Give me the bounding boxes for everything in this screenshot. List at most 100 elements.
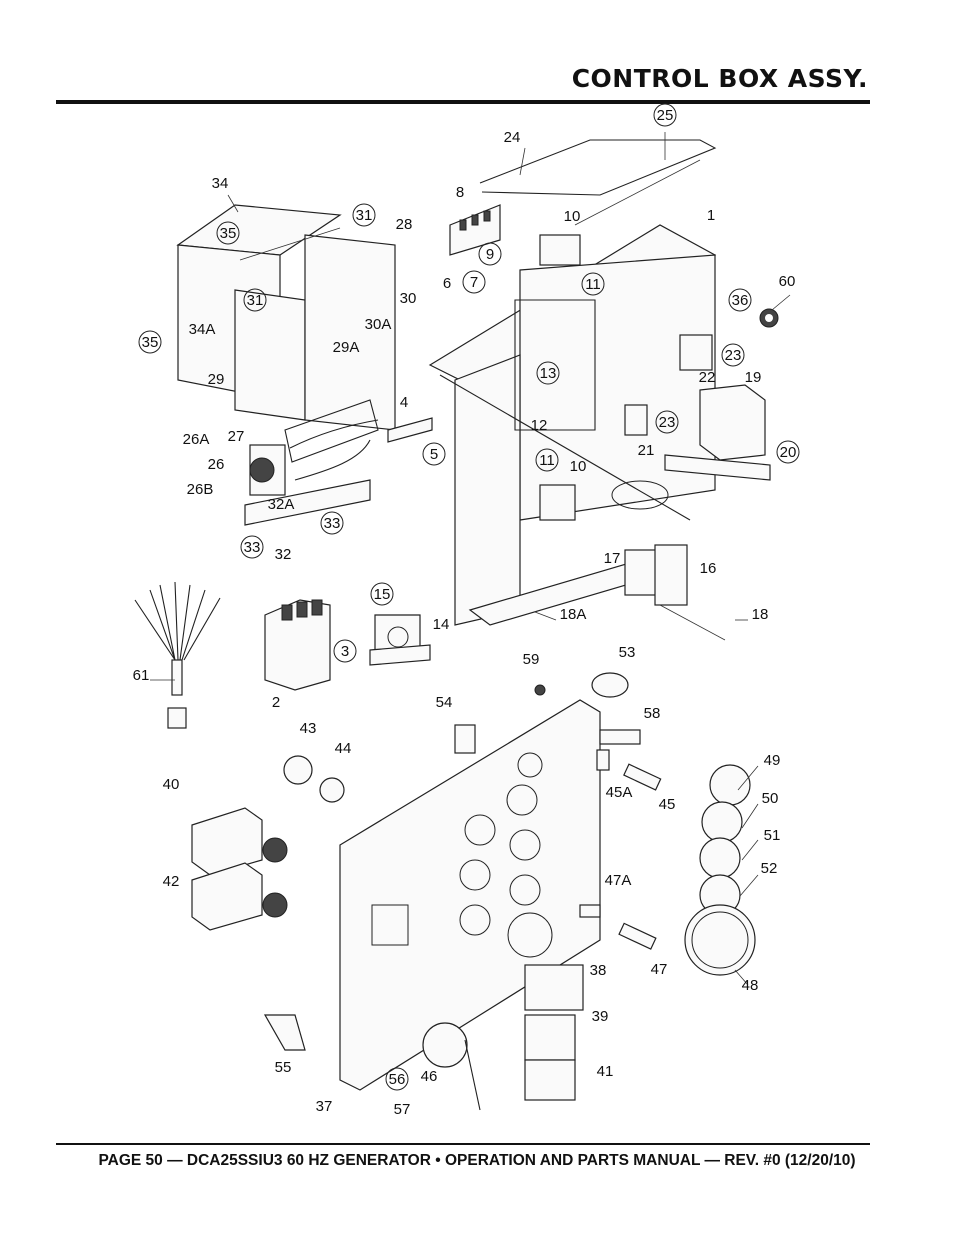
callout-26B: 26B [187, 481, 214, 498]
callout-label: 26A [183, 431, 210, 448]
callout-circle [333, 639, 357, 663]
callout-29: 29 [208, 371, 225, 388]
callout-29A: 29A [333, 339, 360, 356]
terminal-block-part [449, 204, 501, 256]
callout-label: 26B [187, 481, 214, 498]
callout-label: 19 [745, 369, 762, 386]
callout-circle [653, 103, 677, 127]
bracket-part [387, 417, 433, 443]
callout-label: 1 [707, 207, 715, 224]
callout-25: 25 [653, 103, 677, 127]
callout-50: 50 [762, 790, 779, 807]
callout-label: 44 [335, 740, 352, 757]
callout-46: 46 [421, 1068, 438, 1085]
callout-label: 24 [504, 129, 521, 146]
receptacle-part [263, 1014, 481, 1111]
callout-label: 2 [272, 694, 280, 711]
callout-circle [721, 343, 745, 367]
callout-42: 42 [163, 873, 180, 890]
callout-5: 5 [422, 442, 446, 466]
callout-15: 15 [370, 582, 394, 606]
callout-label: 9 [486, 246, 494, 263]
footer-rule [56, 1143, 870, 1145]
callout-label: 23 [725, 347, 742, 364]
callout-47: 47 [651, 961, 668, 978]
callout-label: 50 [762, 790, 779, 807]
callout-label: 47 [651, 961, 668, 978]
callout-label: 45 [659, 796, 676, 813]
leader-lines [150, 132, 791, 986]
callout-label: 37 [316, 1098, 333, 1115]
rotary-switch-part [244, 399, 379, 526]
gauge-part [684, 764, 756, 976]
callout-circle [535, 448, 559, 472]
relay-part [624, 334, 713, 436]
callout-circle [352, 203, 376, 227]
callout-38: 38 [590, 962, 607, 979]
callout-label: 34 [212, 175, 229, 192]
callout-label: 39 [592, 1008, 609, 1025]
callout-54: 54 [436, 694, 453, 711]
callout-10: 10 [564, 208, 581, 225]
grommet-part [759, 308, 779, 328]
callout-label: 35 [142, 334, 159, 351]
callout-26: 26 [208, 456, 225, 473]
callout-label: 10 [570, 458, 587, 475]
callout-59: 59 [523, 651, 540, 668]
callout-label: 40 [163, 776, 180, 793]
callout-22: 22 [699, 369, 716, 386]
callout-circle [320, 511, 344, 535]
callout-37: 37 [316, 1098, 333, 1115]
callout-36: 36 [728, 288, 752, 312]
callout-10: 10 [570, 458, 587, 475]
callout-45: 45 [659, 796, 676, 813]
hour-meter-part [191, 807, 288, 931]
callout-label: 51 [764, 827, 781, 844]
transformer-part [664, 384, 771, 481]
page-footer: PAGE 50 — DCA25SSIU3 60 HZ GENERATOR • O… [98, 1152, 856, 1169]
callout-label: 42 [163, 873, 180, 890]
callout-label: 13 [540, 365, 557, 382]
callout-label: 48 [742, 977, 759, 994]
lamp-part [579, 749, 662, 950]
callout-circle [478, 242, 502, 266]
callout-label: 30 [400, 290, 417, 307]
callout-8: 8 [456, 184, 464, 201]
callout-label: 23 [659, 414, 676, 431]
potentiometer-part [283, 755, 345, 803]
callout-circle [581, 272, 605, 296]
callout-label: 45A [606, 784, 633, 801]
callout-circle [216, 221, 240, 245]
callout-label: 36 [732, 292, 749, 309]
callout-9: 9 [478, 242, 502, 266]
callout-circle [138, 330, 162, 354]
callout-label: 56 [389, 1071, 406, 1088]
callout-56: 56 [385, 1067, 409, 1091]
callout-32: 32 [275, 546, 292, 563]
callout-circle [240, 535, 264, 559]
callout-label: 43 [300, 720, 317, 737]
callout-label: 41 [597, 1063, 614, 1080]
callout-60: 60 [779, 273, 796, 290]
callout-4: 4 [400, 394, 408, 411]
callout-48: 48 [742, 977, 759, 994]
current-transformer-part [369, 614, 431, 666]
callout-label: 34A [189, 321, 216, 338]
callout-20: 20 [776, 440, 800, 464]
callout-44: 44 [335, 740, 352, 757]
callout-label: 28 [396, 216, 413, 233]
wire-harness-part [134, 581, 221, 729]
callout-label: 10 [564, 208, 581, 225]
callout-2: 2 [272, 694, 280, 711]
callout-16: 16 [700, 560, 717, 577]
callout-circle [655, 410, 679, 434]
callout-27: 27 [228, 428, 245, 445]
callout-label: 25 [657, 107, 674, 124]
callout-11: 11 [581, 272, 605, 296]
callout-31: 31 [352, 203, 376, 227]
callout-label: 52 [761, 860, 778, 877]
callout-circle [370, 582, 394, 606]
callout-label: 8 [456, 184, 464, 201]
